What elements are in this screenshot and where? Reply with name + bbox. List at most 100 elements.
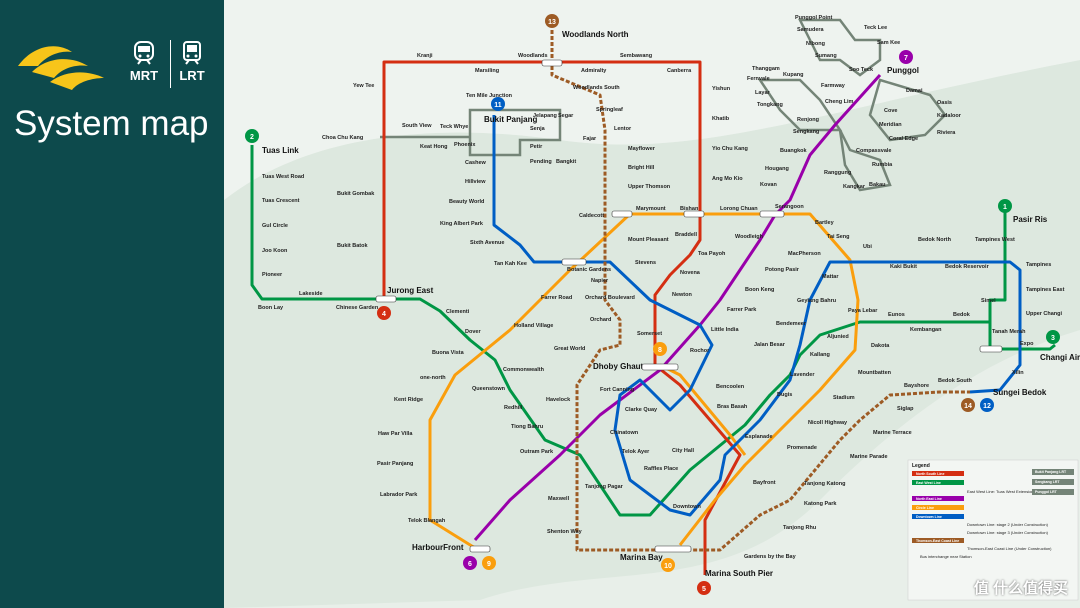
station-label: Gardens by the Bay — [744, 554, 797, 560]
station-label: Mayflower — [628, 146, 656, 152]
station-label: Boon Keng — [745, 287, 774, 293]
line-badge-9: 9 — [482, 556, 496, 570]
station-label: Yishun — [712, 86, 731, 92]
svg-text:Bukit Panjang LRT: Bukit Panjang LRT — [1035, 470, 1067, 474]
station-label: Beauty World — [449, 199, 484, 205]
page-title: System map — [14, 104, 209, 143]
station-label: Bugis — [777, 392, 792, 398]
station-label: Redhill — [504, 405, 523, 411]
station-label: Bright Hill — [628, 165, 655, 171]
interchange-tanah-merah — [979, 345, 1003, 353]
station-label: Marymount — [636, 206, 666, 212]
station-label: Telok Blangah — [408, 518, 446, 524]
station-label: Bencoolen — [716, 384, 745, 390]
station-label: Springleaf — [596, 107, 623, 113]
system-map[interactable]: 2 4 11 13 7 1 3 8 14 12 6 9 10 5 Tuas Li… — [224, 0, 1080, 608]
station-label: Phoenix — [454, 142, 476, 148]
line-badge-8: 8 — [653, 342, 667, 356]
station-label: Holland Village — [514, 323, 553, 329]
station-label: Tanah Merah — [992, 329, 1026, 335]
station-label: Aljunied — [827, 334, 849, 340]
station-label: Kupang — [783, 72, 803, 78]
station-label: Tuas Crescent — [262, 198, 300, 204]
line-badge-11: 11 — [491, 97, 505, 111]
station-label: Marina Bay — [620, 553, 663, 562]
svg-text:7: 7 — [904, 55, 908, 62]
station-label: Lavender — [790, 372, 815, 378]
station-label: Meridian — [879, 122, 902, 128]
station-label: Jelapang — [533, 113, 557, 119]
station-label: Hougang — [765, 166, 789, 172]
station-label: Upper Changi — [1026, 311, 1063, 317]
line-badge-10: 10 — [661, 558, 675, 572]
svg-text:14: 14 — [964, 403, 972, 410]
station-label: Tan Kah Kee — [494, 261, 527, 267]
line-badge-1: 1 — [998, 199, 1012, 213]
station-label: Paya Lebar — [848, 308, 878, 314]
station-label: Tongkang — [757, 102, 783, 108]
mrt-label: MRT — [129, 68, 159, 83]
station-label: Bakau — [869, 182, 886, 188]
line-badge-14: 14 — [961, 398, 975, 412]
station-label: Ranggung — [824, 170, 851, 176]
svg-text:2: 2 — [250, 134, 254, 141]
station-label: Outram Park — [520, 449, 554, 455]
interchange-dhoby-ghaut — [641, 363, 679, 371]
station-label: Mountbatten — [858, 370, 892, 376]
station-label: Cheng Lim — [825, 99, 854, 105]
interchange-woodlands — [541, 59, 563, 67]
station-label: Segar — [558, 113, 574, 119]
station-label: Bras Basah — [717, 404, 748, 410]
station-label: Expo — [1020, 341, 1034, 347]
legend-lrt-3: Punggol LRT — [1032, 489, 1074, 495]
station-label: Bukit Panjang — [484, 115, 537, 124]
interchange-jurong-east — [375, 295, 397, 303]
station-label: Bishan — [680, 206, 699, 212]
station-label: Petir — [530, 144, 543, 150]
station-label: Pending — [530, 159, 552, 165]
svg-text:6: 6 — [468, 561, 472, 568]
station-label: Bendemeer — [776, 321, 807, 327]
legend-lrt-2: Sengkang LRT — [1032, 479, 1074, 485]
land-shape — [224, 60, 1080, 608]
station-label: Esplanade — [745, 434, 773, 440]
east-west-line — [250, 145, 1007, 517]
station-label: Sengkang — [793, 129, 819, 135]
svg-text:Thomson-East Coast Line: Thomson-East Coast Line — [916, 539, 959, 543]
station-label: HarbourFront — [412, 543, 464, 552]
station-labels: Tuas Link Tuas West Road Tuas Crescent G… — [258, 15, 1080, 578]
station-label: Pasir Ris — [1013, 215, 1048, 224]
line-badge-3: 3 — [1046, 330, 1060, 344]
station-label: Jalan Besar — [754, 342, 786, 348]
station-label: Senja — [530, 126, 546, 132]
station-label: Punggol — [887, 66, 919, 75]
station-label: Woodlands — [518, 53, 548, 59]
station-label: Khatib — [712, 116, 730, 122]
svg-text:Downtown Line: stage 2 (Under: Downtown Line: stage 2 (Under Constructi… — [967, 522, 1049, 527]
svg-text:Legend: Legend — [912, 463, 930, 469]
svg-text:10: 10 — [664, 563, 672, 570]
station-label: Marina South Pier — [705, 569, 773, 578]
station-label: Buona Vista — [432, 350, 465, 356]
station-label: Tai Seng — [827, 234, 850, 240]
station-label: Fernvale — [747, 76, 770, 82]
mrt-train-icon — [134, 41, 154, 65]
station-label: Woodlands South — [573, 85, 620, 91]
station-label: Farrer Road — [541, 295, 572, 301]
interchange-botanic-gardens — [561, 258, 587, 266]
station-label: Kranji — [417, 53, 433, 59]
station-label: Kovan — [760, 182, 777, 188]
station-label: Nibong — [806, 41, 825, 47]
svg-text:5: 5 — [702, 586, 706, 593]
north-south-line — [382, 60, 742, 575]
line-badge-12: 12 — [980, 398, 994, 412]
station-label: Bayfront — [753, 480, 776, 486]
svg-text:13: 13 — [548, 19, 556, 26]
station-label: Clarke Quay — [625, 407, 658, 413]
station-label: one-north — [420, 375, 446, 381]
line-badge-5: 5 — [697, 581, 711, 595]
svg-text:Downtown Line: stage 3 (Under: Downtown Line: stage 3 (Under Constructi… — [967, 530, 1049, 535]
downtown-line — [492, 115, 1022, 517]
station-label: Tiong Bahru — [511, 424, 543, 430]
station-label: Kent Ridge — [394, 397, 423, 403]
